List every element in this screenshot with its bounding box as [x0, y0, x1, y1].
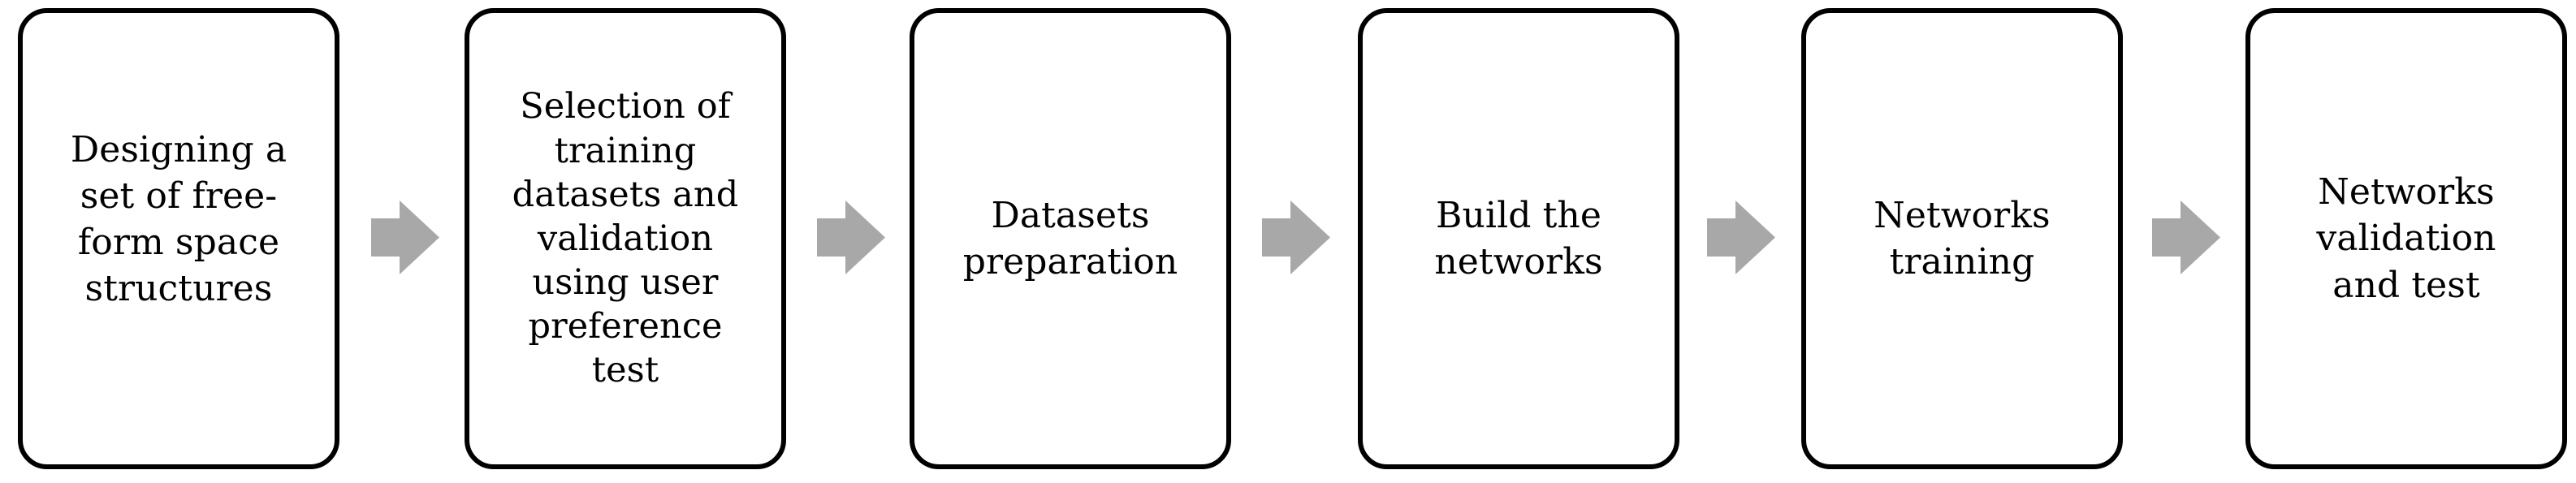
flow-arrow-3-icon — [1262, 201, 1330, 274]
process-step-1[interactable]: Designing a set of free- form space stru… — [18, 8, 339, 469]
flow-arrow-4-icon — [1707, 201, 1775, 274]
flow-arrow-2-icon — [817, 201, 885, 274]
process-step-1-label: Designing a set of free- form space stru… — [70, 128, 287, 310]
process-step-4[interactable]: Build the networks — [1358, 8, 1679, 469]
process-step-5-label: Networks training — [1874, 194, 2051, 282]
process-step-3[interactable]: Datasets preparation — [910, 8, 1231, 469]
flow-arrow-5-icon — [2152, 201, 2220, 274]
process-step-4-label: Build the networks — [1434, 194, 1603, 282]
process-step-5[interactable]: Networks training — [1801, 8, 2123, 469]
process-step-2[interactable]: Selection of training datasets and valid… — [465, 8, 786, 469]
flow-arrow-1-icon — [371, 201, 439, 274]
process-step-3-label: Datasets preparation — [962, 194, 1178, 282]
process-step-2-label: Selection of training datasets and valid… — [512, 86, 739, 391]
process-step-6[interactable]: Networks validation and test — [2245, 8, 2567, 469]
process-step-6-label: Networks validation and test — [2316, 171, 2496, 306]
